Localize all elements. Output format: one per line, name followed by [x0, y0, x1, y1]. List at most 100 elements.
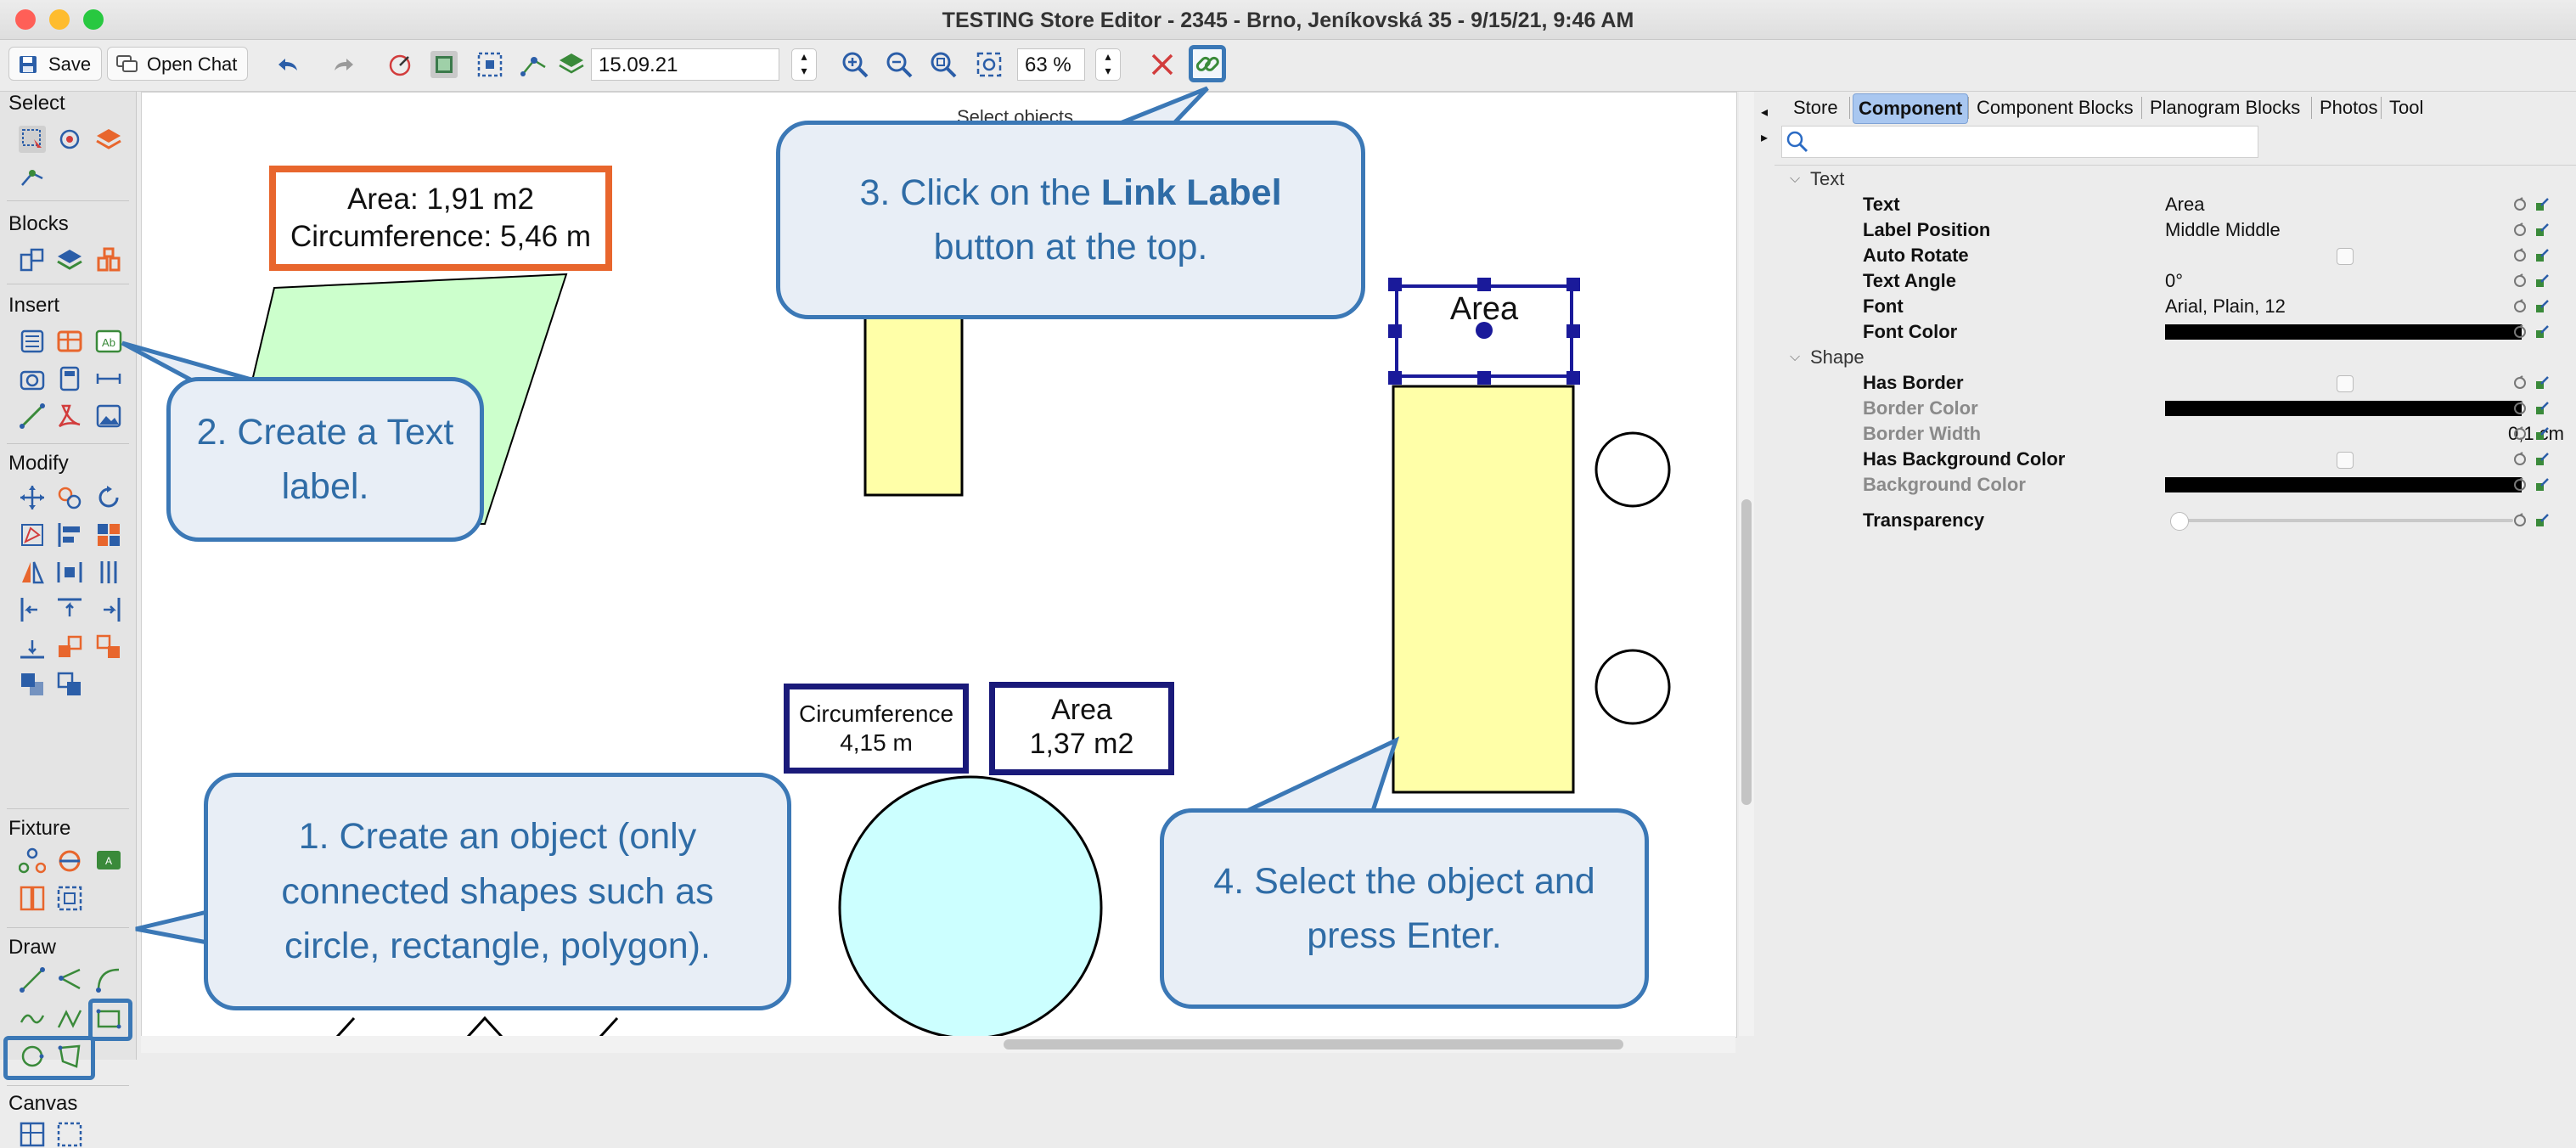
union-icon[interactable]: [19, 671, 46, 698]
prop-row-transparency[interactable]: Transparency: [1781, 508, 2576, 533]
date-field[interactable]: 15.09.21: [591, 48, 779, 81]
block-grid-icon[interactable]: [95, 246, 122, 273]
zoom-in-icon[interactable]: [841, 50, 869, 79]
draw-arc-icon[interactable]: [95, 966, 122, 993]
selection-handle[interactable]: [1388, 371, 1402, 385]
edit-property-icon[interactable]: [2534, 247, 2551, 264]
insert-image-icon[interactable]: [95, 402, 122, 430]
zoom-out-icon[interactable]: [885, 50, 914, 79]
snap-icon[interactable]: [475, 50, 504, 79]
reset-default-icon[interactable]: [2511, 476, 2528, 493]
prop-row-border-color[interactable]: Border Color: [1781, 396, 2576, 421]
font-color-swatch[interactable]: [2165, 324, 2522, 340]
has-border-checkbox[interactable]: [2337, 375, 2354, 392]
redo-icon[interactable]: [329, 50, 358, 79]
edit-property-icon[interactable]: [2534, 512, 2551, 529]
cyan-circle-shape[interactable]: [838, 775, 1103, 1037]
edit-property-icon[interactable]: [2534, 196, 2551, 213]
selection-handle[interactable]: [1566, 278, 1580, 291]
vertical-scroll-thumb[interactable]: [1741, 499, 1752, 805]
tab-component[interactable]: Component: [1853, 93, 1969, 124]
insert-photo-icon[interactable]: [19, 365, 46, 392]
selection-handle[interactable]: [1566, 324, 1580, 338]
rotate-icon[interactable]: [95, 484, 122, 511]
undo-icon[interactable]: [273, 50, 302, 79]
selection-handle[interactable]: [1388, 324, 1402, 338]
zoom-stepper[interactable]: ▴▾: [1095, 48, 1121, 81]
draw-line-icon[interactable]: [19, 966, 46, 993]
area-label-small[interactable]: Area 1,37 m2: [989, 682, 1174, 775]
align-left-icon[interactable]: [56, 521, 83, 549]
prop-value[interactable]: Arial, Plain, 12: [2165, 295, 2286, 317]
auto-rotate-checkbox[interactable]: [2337, 248, 2354, 265]
prop-row-auto-rotate[interactable]: Auto Rotate: [1781, 243, 2576, 268]
canvas-grid-icon[interactable]: [19, 1121, 46, 1148]
layers-icon[interactable]: [557, 50, 586, 79]
reset-default-icon[interactable]: [2511, 298, 2528, 315]
edit-property-icon[interactable]: [2534, 273, 2551, 290]
circumference-label[interactable]: Circumference 4,15 m: [784, 684, 969, 774]
yellow-small-rect-shape[interactable]: [863, 312, 964, 497]
tab-tool[interactable]: Tool: [2389, 97, 2424, 118]
transparency-slider-thumb[interactable]: [2170, 512, 2189, 531]
grid-toggle-icon[interactable]: [430, 50, 458, 79]
reset-default-icon[interactable]: [2511, 451, 2528, 468]
select-point-icon[interactable]: [56, 126, 83, 153]
prop-value[interactable]: Area: [2165, 194, 2205, 215]
selection-handle[interactable]: [1477, 278, 1491, 291]
canvas-horizontal-scrollbar[interactable]: [141, 1036, 1735, 1053]
open-chat-button[interactable]: Open Chat: [107, 47, 249, 81]
block-insert-icon[interactable]: [19, 246, 46, 273]
insert-text-label-icon[interactable]: Ab: [95, 328, 122, 355]
block-layers-icon[interactable]: [56, 246, 83, 273]
property-search-input[interactable]: [1781, 126, 2258, 158]
reset-default-icon[interactable]: [2511, 273, 2528, 290]
tab-planogram-blocks[interactable]: Planogram Blocks: [2150, 97, 2301, 118]
zoom-field[interactable]: 63 %: [1017, 48, 1085, 81]
date-stepper[interactable]: ▴▾: [791, 48, 817, 81]
collapse-panel-icon[interactable]: ◂: [1761, 105, 1769, 120]
prop-row-background-color[interactable]: Background Color: [1781, 472, 2576, 498]
selection-handle[interactable]: [1388, 278, 1402, 291]
mirror-icon[interactable]: [19, 559, 46, 586]
fixture-network-icon[interactable]: [19, 847, 46, 875]
reset-default-icon[interactable]: [2511, 196, 2528, 213]
border-color-swatch[interactable]: [2165, 401, 2522, 416]
area-label-orange[interactable]: Area: 1,91 m2 Circumference: 5,46 m: [269, 166, 612, 271]
section-text[interactable]: ⌵Text: [1781, 166, 2576, 192]
fixture-label-icon[interactable]: A: [95, 847, 122, 875]
canvas-vertical-scrollbar[interactable]: [1739, 92, 1754, 1036]
label-center-point[interactable]: [1476, 322, 1493, 339]
prop-value[interactable]: 0°: [2165, 270, 2184, 291]
align-bottom-icon[interactable]: [19, 633, 46, 661]
align-left-edge-icon[interactable]: [19, 596, 46, 623]
insert-calculator-icon[interactable]: [56, 365, 83, 392]
reset-default-icon[interactable]: [2511, 400, 2528, 417]
save-button[interactable]: Save: [8, 47, 103, 81]
maximize-window-button[interactable]: [83, 9, 104, 30]
expand-panel-icon[interactable]: ▸: [1761, 131, 1769, 145]
transparency-slider-track[interactable]: [2174, 519, 2513, 522]
insert-table-icon[interactable]: [56, 328, 83, 355]
draw-rectangle-icon[interactable]: [95, 1005, 122, 1033]
prop-value[interactable]: 0,1 cm: [2507, 423, 2564, 444]
measure-angle-icon[interactable]: [385, 50, 414, 79]
selection-handle[interactable]: [1477, 371, 1491, 385]
distribute-h-icon[interactable]: [56, 559, 83, 586]
tab-store[interactable]: Store: [1793, 97, 1838, 118]
fit-page-icon[interactable]: [975, 50, 1004, 79]
subtract-icon[interactable]: [56, 671, 83, 698]
reset-default-icon[interactable]: [2511, 425, 2528, 442]
fixture-shelf-icon[interactable]: [19, 885, 46, 912]
has-background-checkbox[interactable]: [2337, 452, 2354, 469]
edit-property-icon[interactable]: [2534, 476, 2551, 493]
edit-property-icon[interactable]: [2534, 425, 2551, 442]
edit-property-icon[interactable]: [2534, 374, 2551, 391]
tab-photos[interactable]: Photos: [2320, 97, 2378, 118]
distribute-v-icon[interactable]: [95, 559, 122, 586]
selection-handle[interactable]: [1566, 371, 1580, 385]
insert-line-icon[interactable]: [19, 402, 46, 430]
